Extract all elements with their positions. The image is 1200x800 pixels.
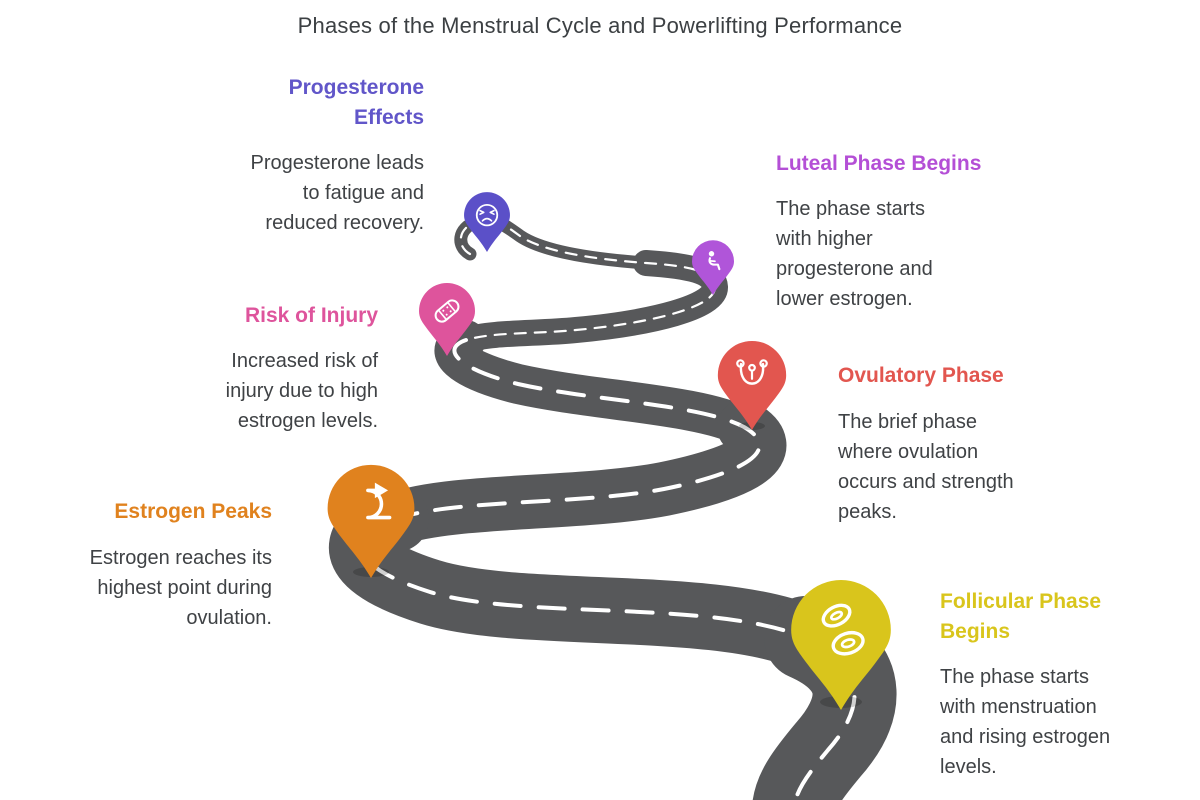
road-segment bbox=[453, 250, 728, 353]
weary-face-icon bbox=[475, 203, 499, 227]
milestone-description-estrogen: Estrogen reaches its highest point durin… bbox=[89, 547, 272, 629]
milestone-description-luteal: The phase starts with higher progesteron… bbox=[776, 198, 933, 310]
pin-estrogen bbox=[327, 464, 415, 578]
milestone-title-estrogen: Estrogen Peaks bbox=[114, 500, 272, 523]
milestone-title-ovulatory: Ovulatory Phase bbox=[838, 364, 1004, 387]
loop-arrow-icon bbox=[366, 482, 392, 520]
pin-luteal bbox=[692, 240, 734, 295]
milestone-description-progesterone: Progesterone leads to fatigue and reduce… bbox=[250, 152, 424, 234]
road-segment bbox=[369, 400, 787, 546]
bandage-icon bbox=[434, 299, 460, 323]
pin-follicular bbox=[791, 580, 891, 710]
pin-shape bbox=[692, 240, 734, 295]
pin-shape bbox=[464, 192, 510, 252]
milestone-title-luteal: Luteal Phase Begins bbox=[776, 152, 982, 175]
milestone-description-risk: Increased risk of injury due to high est… bbox=[225, 350, 378, 432]
milestone-title-progesterone: Progesterone Effects bbox=[288, 76, 424, 129]
uterus-icon bbox=[736, 359, 768, 385]
pin-shape bbox=[717, 340, 787, 430]
milestone-description-follicular: The phase starts with menstruation and r… bbox=[940, 666, 1111, 778]
pin-shape bbox=[327, 464, 415, 578]
milestone-title-risk: Risk of Injury bbox=[244, 304, 378, 327]
person-icon bbox=[708, 251, 721, 271]
milestone-title-follicular: Follicular Phase Begins bbox=[940, 590, 1102, 643]
pin-ovulatory bbox=[717, 340, 787, 430]
milestone-description-ovulatory: The brief phase where ovulation occurs a… bbox=[838, 411, 1014, 523]
page-title: Phases of the Menstrual Cycle and Powerl… bbox=[297, 13, 903, 38]
cells-icon bbox=[821, 603, 865, 656]
pin-progesterone bbox=[464, 192, 510, 252]
pin-risk bbox=[419, 283, 475, 356]
